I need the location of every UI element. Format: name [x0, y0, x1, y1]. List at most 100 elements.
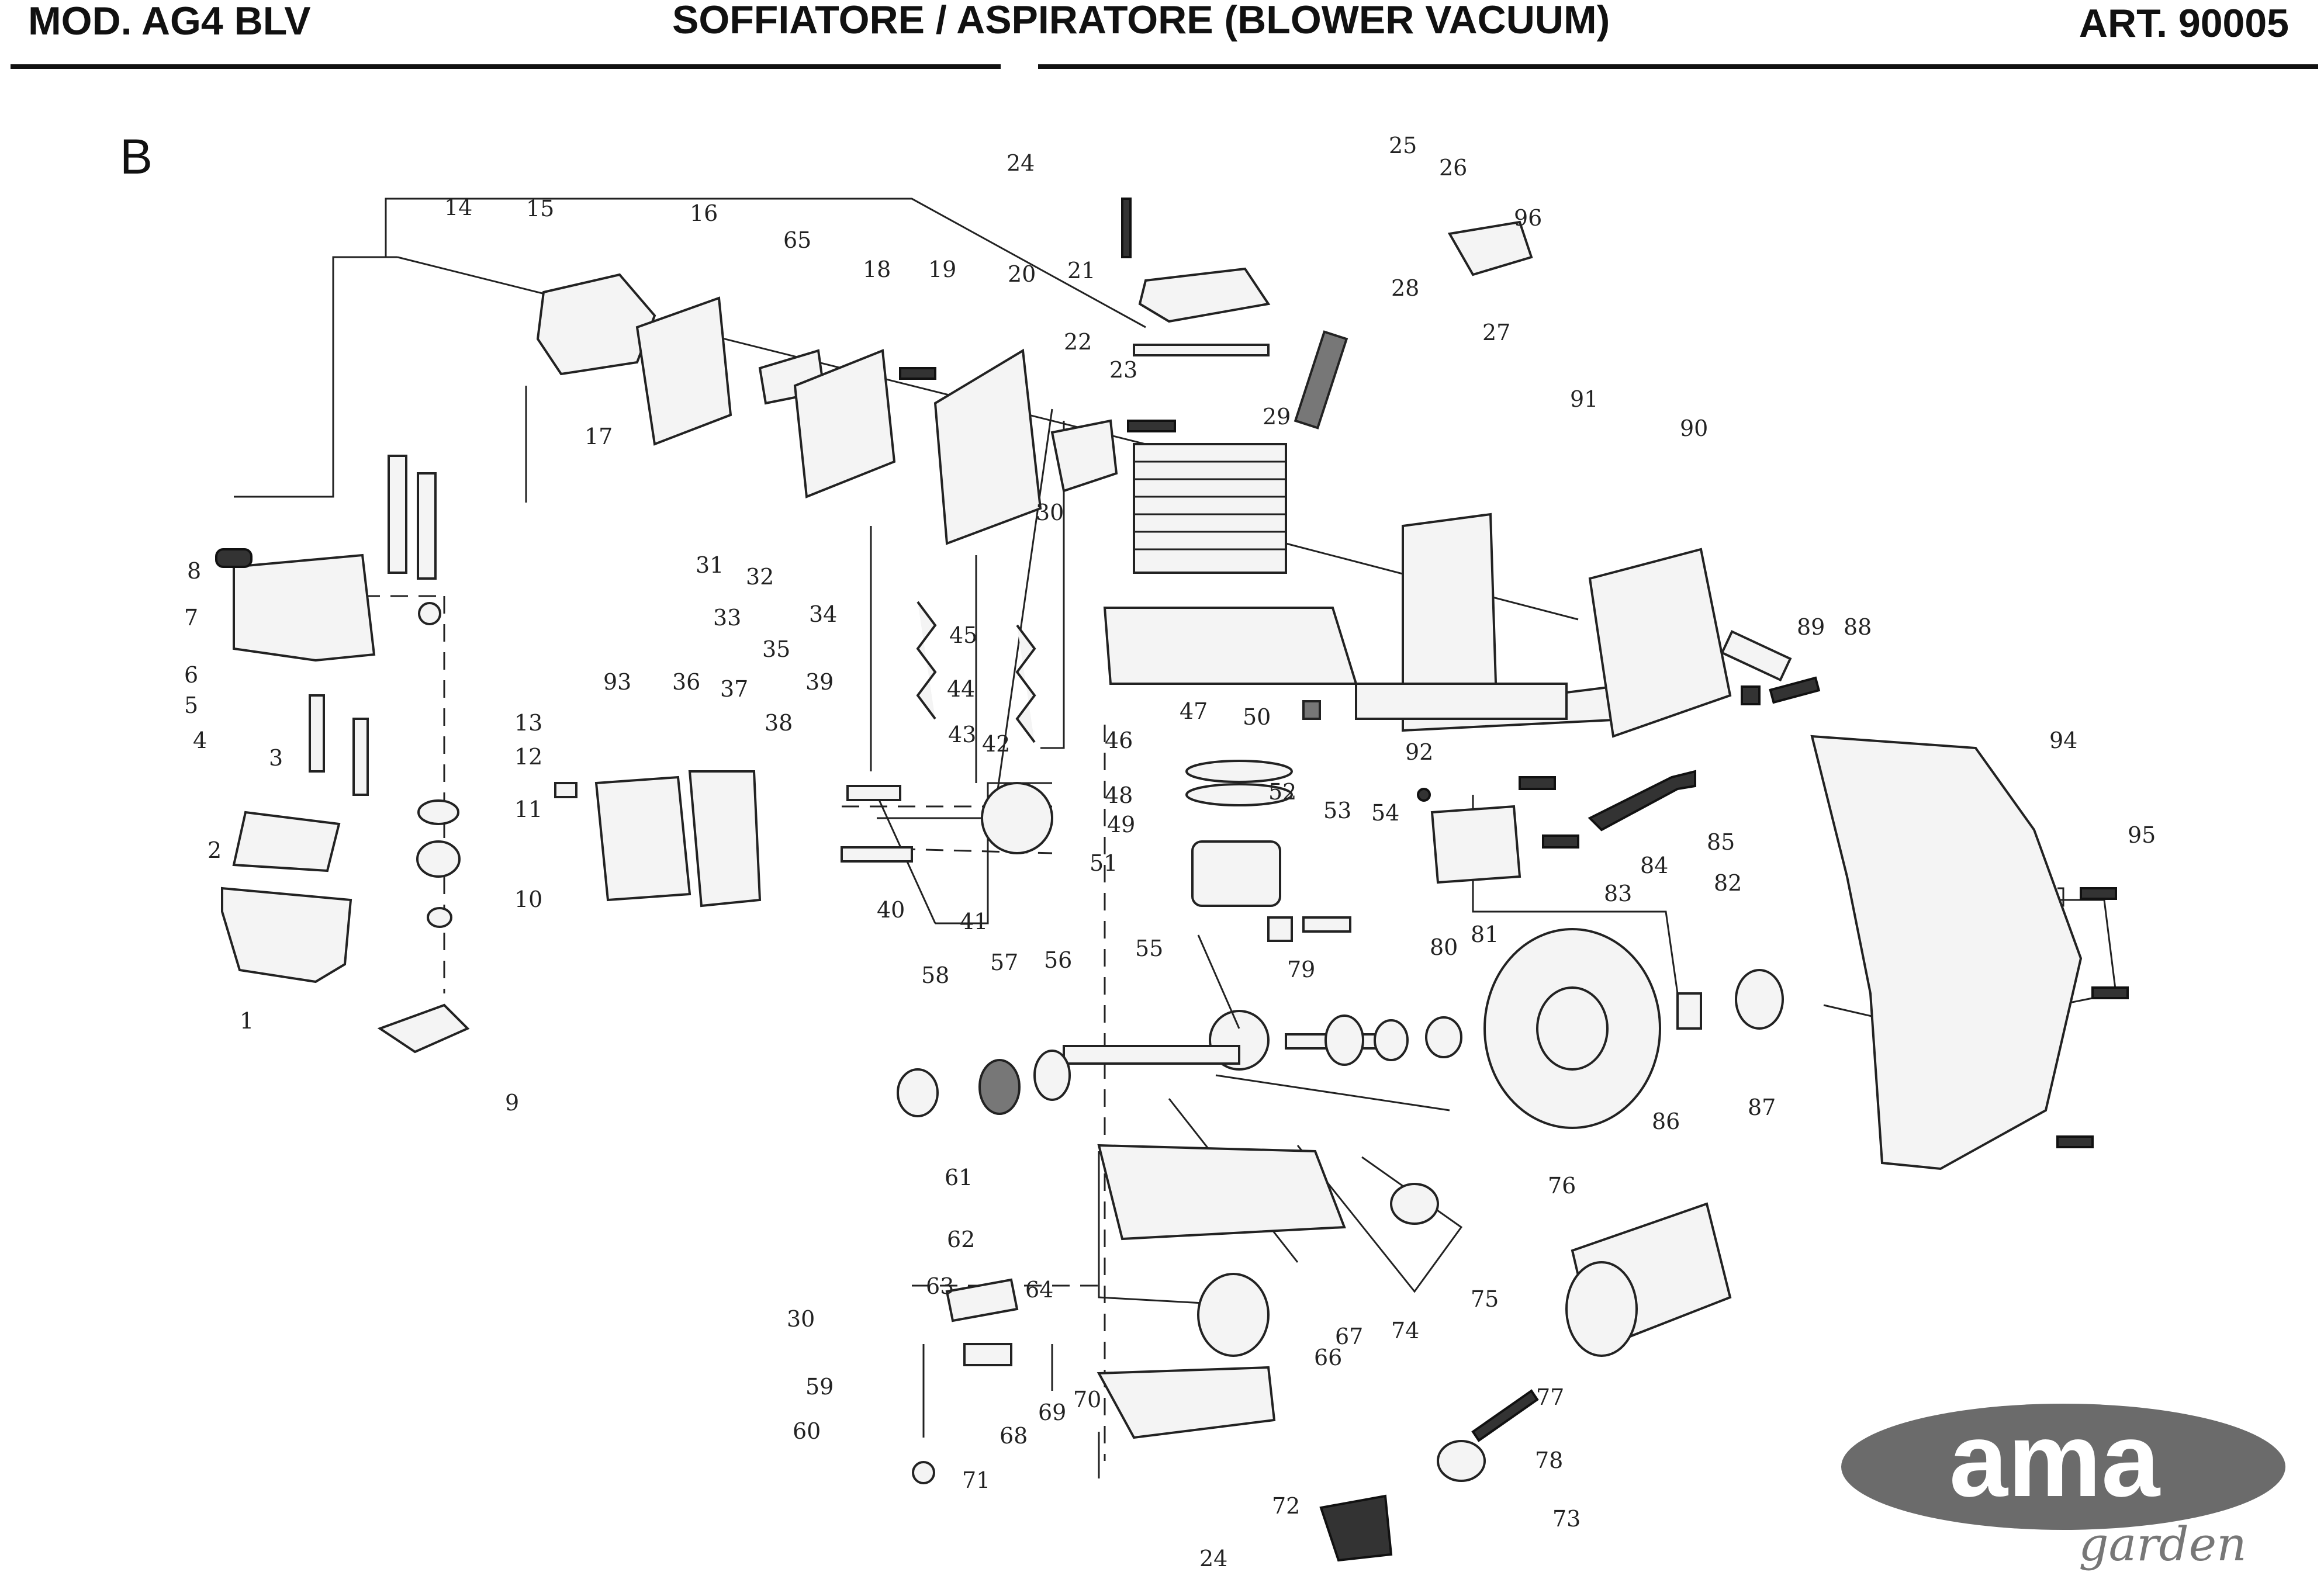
callout-7: 7 — [184, 605, 198, 631]
callout-66: 66 — [1314, 1345, 1342, 1370]
screw-84a — [1519, 776, 1556, 790]
choke-lever — [215, 548, 253, 568]
callout-4: 4 — [193, 728, 207, 753]
model-code: MOD. AG4 BLV — [28, 0, 311, 43]
callout-84: 84 — [1640, 853, 1668, 878]
oil-sump — [1097, 1366, 1276, 1439]
callout-49: 49 — [1107, 812, 1135, 837]
callout-36: 36 — [672, 669, 700, 695]
callout-15: 15 — [526, 196, 554, 221]
parts — [215, 198, 2129, 1562]
callout-8: 8 — [187, 558, 201, 584]
screw-95a — [2080, 887, 2117, 900]
stud-23 — [1127, 420, 1176, 432]
callout-11: 11 — [514, 797, 542, 822]
callout-86: 86 — [1652, 1109, 1680, 1134]
callout-51: 51 — [1090, 850, 1118, 876]
bearing-56 — [1033, 1050, 1071, 1101]
connecting-rod — [1197, 934, 1240, 1029]
callout-77: 77 — [1536, 1384, 1564, 1410]
washer-81 — [1425, 1016, 1462, 1058]
piston-ring-48 — [1185, 760, 1293, 783]
callout-91: 91 — [1570, 386, 1598, 412]
callout-80: 80 — [1430, 934, 1458, 960]
ring-78 — [1437, 1440, 1486, 1482]
screw-95b — [2091, 986, 2129, 999]
callout-37: 37 — [720, 676, 748, 702]
callout-25: 25 — [1389, 133, 1417, 158]
callout-35: 35 — [762, 636, 790, 662]
callout-10: 10 — [514, 887, 542, 912]
callout-95: 95 — [2128, 822, 2156, 848]
valve-11 — [416, 840, 461, 878]
crankcase-upper — [1103, 607, 1358, 685]
callout-62: 62 — [947, 1227, 975, 1252]
callout-33: 33 — [713, 605, 741, 631]
callout-2: 2 — [208, 837, 222, 863]
carburetor — [536, 273, 656, 376]
lead-wire-85 — [1588, 770, 1696, 832]
piston-ring-49 — [1185, 783, 1293, 806]
callout-78: 78 — [1535, 1448, 1563, 1473]
air-filter-base — [233, 553, 376, 662]
screw-3b — [352, 718, 369, 796]
callout-65: 65 — [783, 227, 811, 253]
callout-27: 27 — [1482, 320, 1510, 345]
callout-75: 75 — [1471, 1286, 1499, 1312]
callout-19: 19 — [928, 257, 956, 282]
callout-53: 53 — [1323, 798, 1351, 823]
callout-61: 61 — [945, 1165, 973, 1190]
callout-72: 72 — [1272, 1493, 1300, 1519]
callout-44: 44 — [947, 676, 975, 702]
callout-64: 64 — [1025, 1277, 1053, 1303]
seal-80 — [1374, 1019, 1409, 1061]
callout-47: 47 — [1180, 698, 1208, 724]
callout-42: 42 — [982, 731, 1010, 757]
callout-79: 79 — [1287, 957, 1315, 982]
callout-12: 12 — [514, 744, 542, 770]
callout-58: 58 — [921, 962, 949, 988]
callout-92: 92 — [1405, 739, 1433, 765]
callout-31: 31 — [696, 552, 724, 578]
logo-oval — [1841, 1404, 2285, 1530]
callout-21: 21 — [1067, 258, 1095, 283]
callout-60: 60 — [793, 1418, 821, 1444]
callout-81: 81 — [1471, 922, 1499, 947]
callout-55: 55 — [1135, 936, 1163, 961]
washer-58 — [897, 1068, 939, 1117]
gasket-62 — [945, 1278, 1019, 1322]
crankcase-lower — [1097, 1144, 1346, 1241]
callout-labels: 1 2 3 4 5 6 7 8 9 10 11 12 13 14 15 16 1… — [184, 133, 2156, 1571]
callout-28: 28 — [1391, 275, 1419, 301]
callout-69: 69 — [1038, 1400, 1066, 1425]
callout-59: 59 — [805, 1374, 834, 1400]
tube-opening — [1565, 1261, 1638, 1357]
callout-34: 34 — [809, 601, 837, 627]
callout-85: 85 — [1707, 829, 1735, 855]
screw-3a — [309, 694, 325, 773]
callout-5: 5 — [184, 692, 198, 718]
bearing-79 — [1324, 1014, 1364, 1066]
callout-71: 71 — [962, 1467, 990, 1493]
callout-52: 52 — [1268, 779, 1296, 805]
bolt-88 — [1769, 676, 1821, 704]
gasket-65 — [635, 296, 732, 446]
callout-88: 88 — [1844, 614, 1872, 640]
callout-40: 40 — [877, 897, 905, 923]
callout-16: 16 — [690, 200, 718, 226]
callout-17: 17 — [585, 424, 613, 449]
muffler — [1588, 548, 1732, 738]
crank-shaft — [1063, 1045, 1240, 1065]
logo-word: ama — [1949, 1403, 2161, 1519]
callout-43: 43 — [948, 722, 976, 747]
gasket-26 — [1133, 344, 1270, 356]
valve-spring-45 — [916, 601, 937, 720]
callout-56: 56 — [1044, 947, 1072, 973]
callout-57: 57 — [990, 950, 1018, 975]
callout-83: 83 — [1604, 881, 1632, 906]
callout-14: 14 — [444, 195, 472, 220]
cam-gear-41 — [981, 782, 1053, 854]
valve-cover-25 — [1138, 267, 1271, 323]
wrist-pin-53 — [1302, 916, 1351, 933]
